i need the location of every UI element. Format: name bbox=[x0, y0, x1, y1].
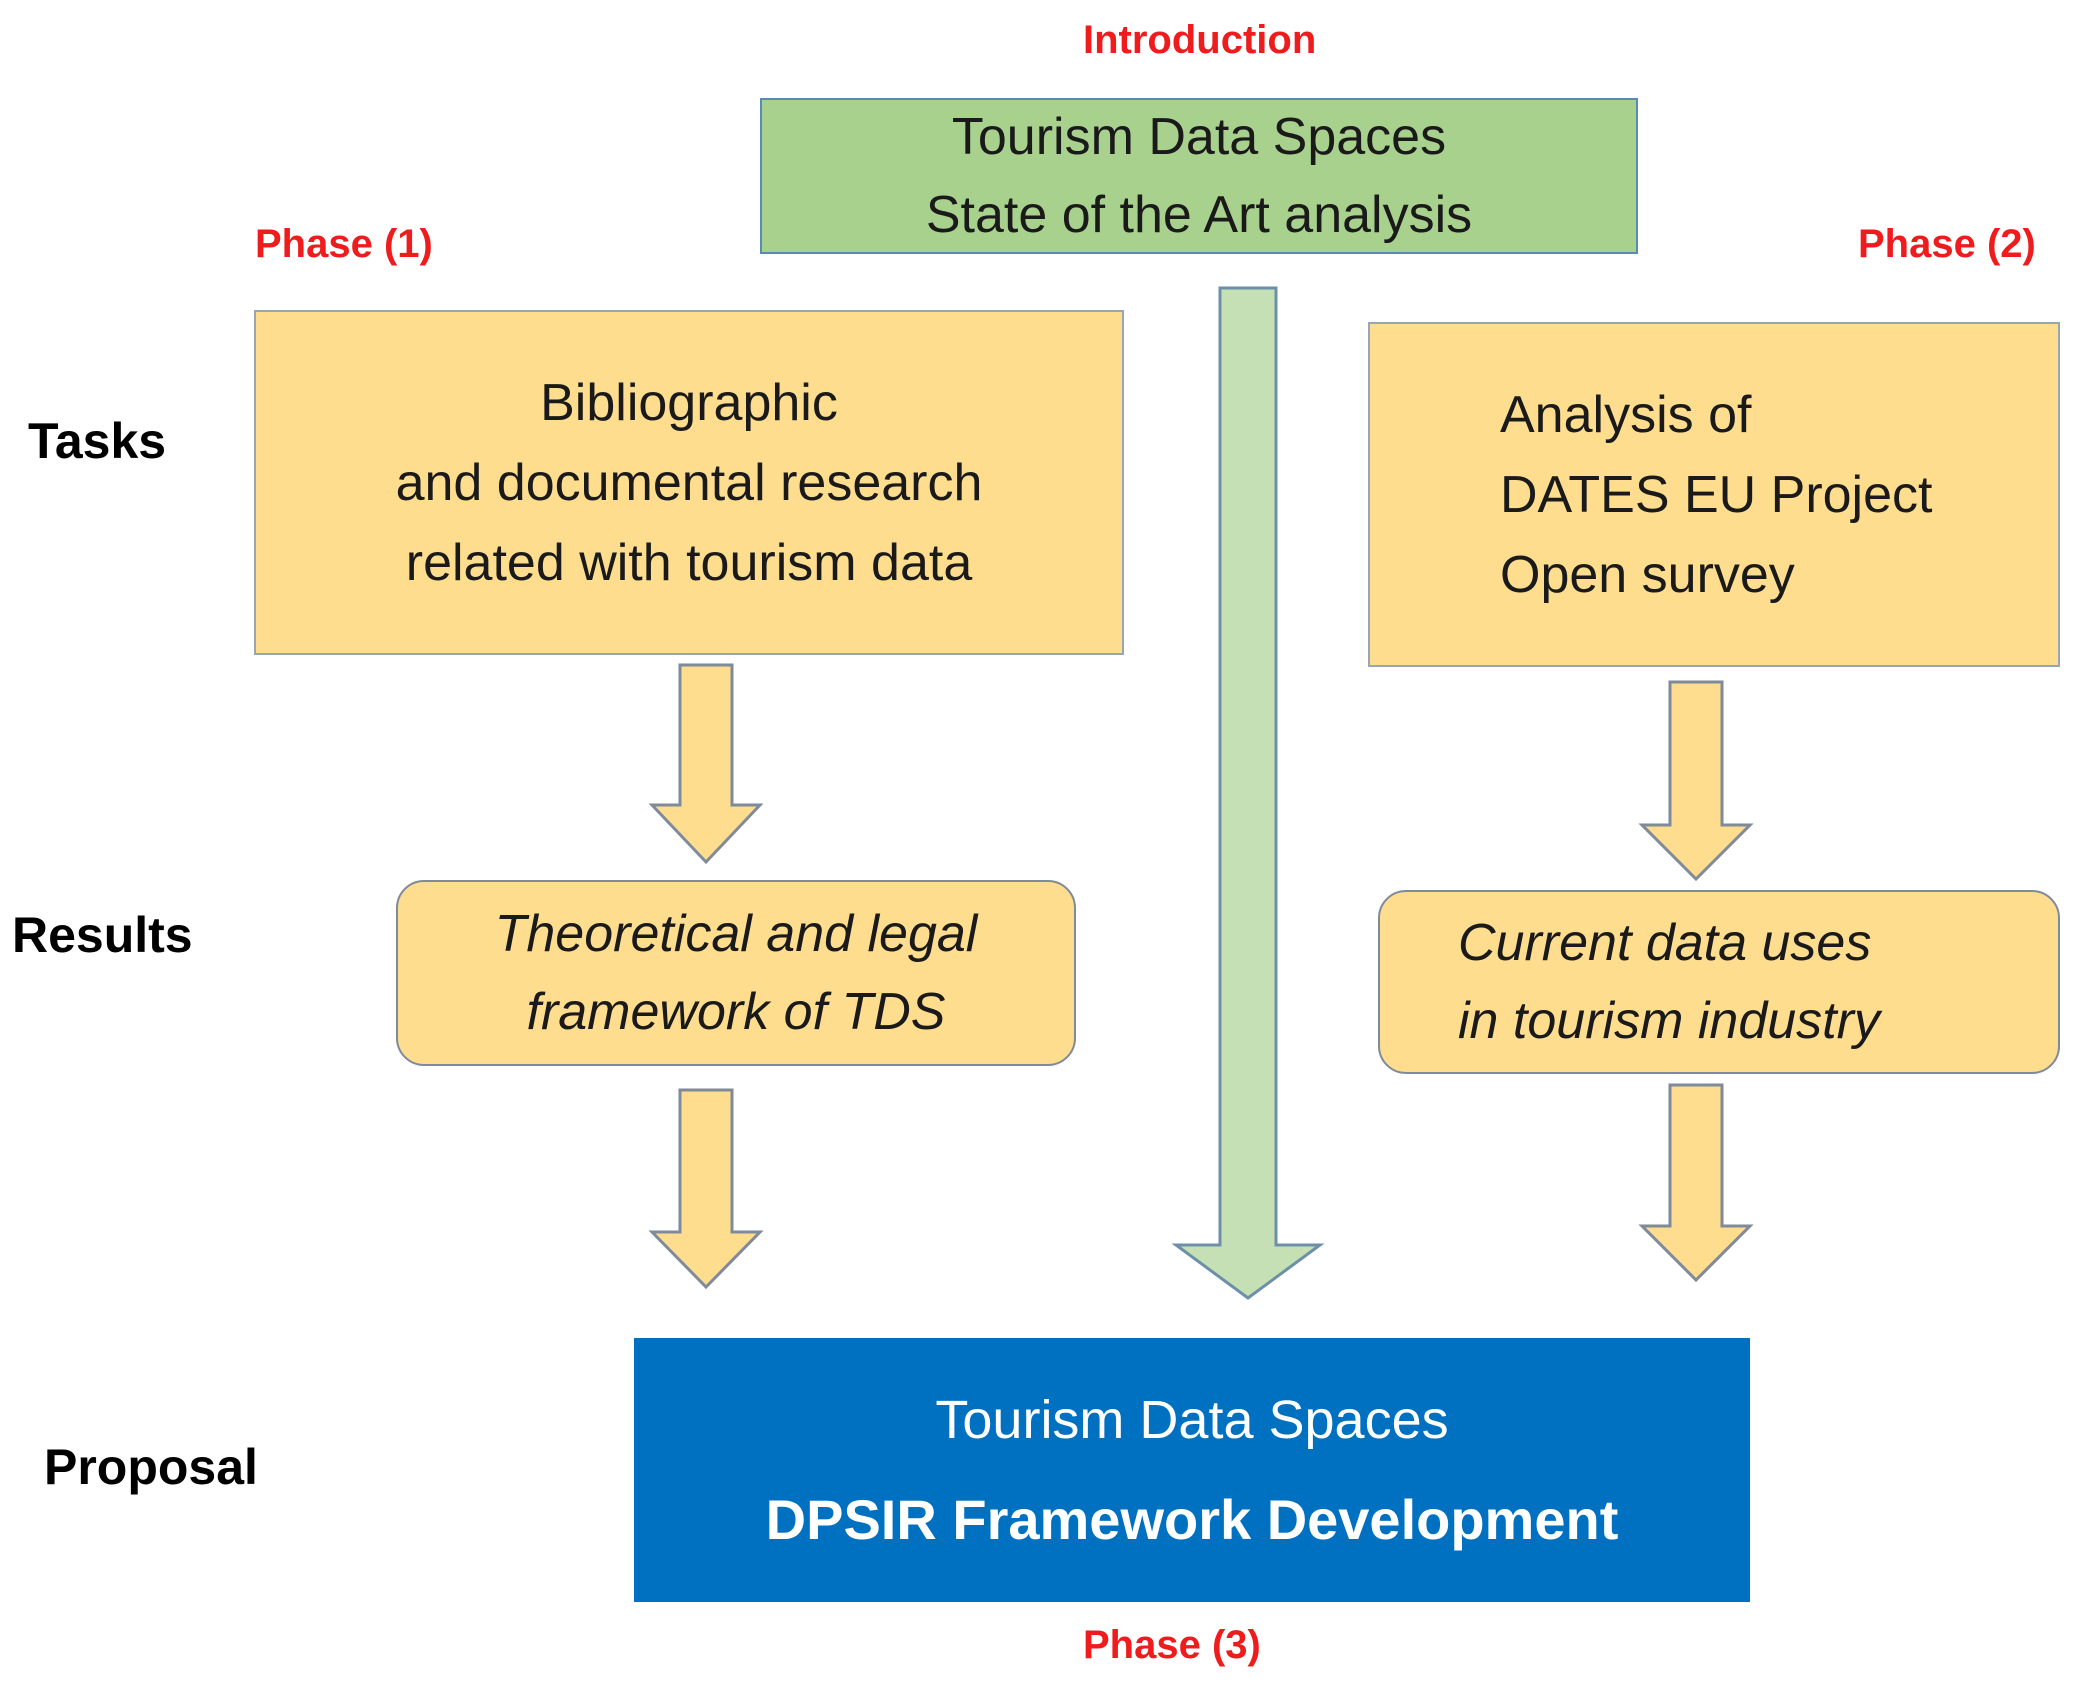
phase2-task-box: Analysis of DATES EU Project Open survey bbox=[1368, 322, 2060, 667]
proposal-box: Tourism Data Spaces DPSIR Framework Deve… bbox=[634, 1338, 1750, 1602]
results-row-label: Results bbox=[12, 907, 193, 963]
phase1-label: Phase (1) bbox=[255, 222, 433, 266]
phase2-task-line-3: Open survey bbox=[1500, 545, 1795, 604]
introduction-label: Introduction bbox=[1083, 18, 1317, 62]
phase1-task-box: Bibliographic and documental research re… bbox=[254, 310, 1124, 655]
phase2-result-line-2: in tourism industry bbox=[1458, 992, 1880, 1050]
phase1-task-to-result-arrow bbox=[648, 663, 764, 865]
phase3-label: Phase (3) bbox=[1083, 1623, 1261, 1667]
phase1-task-line-3: related with tourism data bbox=[405, 533, 973, 592]
phase2-result-box: Current data uses in tourism industry bbox=[1378, 890, 2060, 1074]
proposal-line-1: Tourism Data Spaces bbox=[935, 1390, 1449, 1450]
phase1-task-line-1: Bibliographic bbox=[540, 373, 838, 432]
phase2-task-line-1: Analysis of bbox=[1500, 385, 1752, 444]
phase1-result-box: Theoretical and legal framework of TDS bbox=[396, 880, 1076, 1066]
main-down-arrow bbox=[1171, 286, 1325, 1300]
tasks-row-label: Tasks bbox=[28, 413, 167, 469]
phase1-result-to-proposal-arrow bbox=[648, 1088, 764, 1290]
phase2-task-line-2: DATES EU Project bbox=[1500, 465, 1933, 524]
phase2-result-to-proposal-arrow bbox=[1638, 1083, 1754, 1283]
introduction-line-1: Tourism Data Spaces bbox=[951, 108, 1447, 166]
phase1-task-line-2: and documental research bbox=[395, 453, 983, 512]
introduction-line-2: State of the Art analysis bbox=[925, 186, 1473, 244]
phase1-result-line-2: framework of TDS bbox=[526, 983, 946, 1041]
phase2-task-to-result-arrow bbox=[1638, 680, 1754, 882]
proposal-row-label: Proposal bbox=[44, 1439, 258, 1495]
phase1-result-line-1: Theoretical and legal bbox=[494, 905, 978, 963]
introduction-box: Tourism Data Spaces State of the Art ana… bbox=[760, 98, 1638, 254]
phase2-label: Phase (2) bbox=[1858, 222, 2036, 266]
phase2-result-line-1: Current data uses bbox=[1458, 914, 1872, 972]
proposal-line-2: DPSIR Framework Development bbox=[765, 1488, 1619, 1551]
